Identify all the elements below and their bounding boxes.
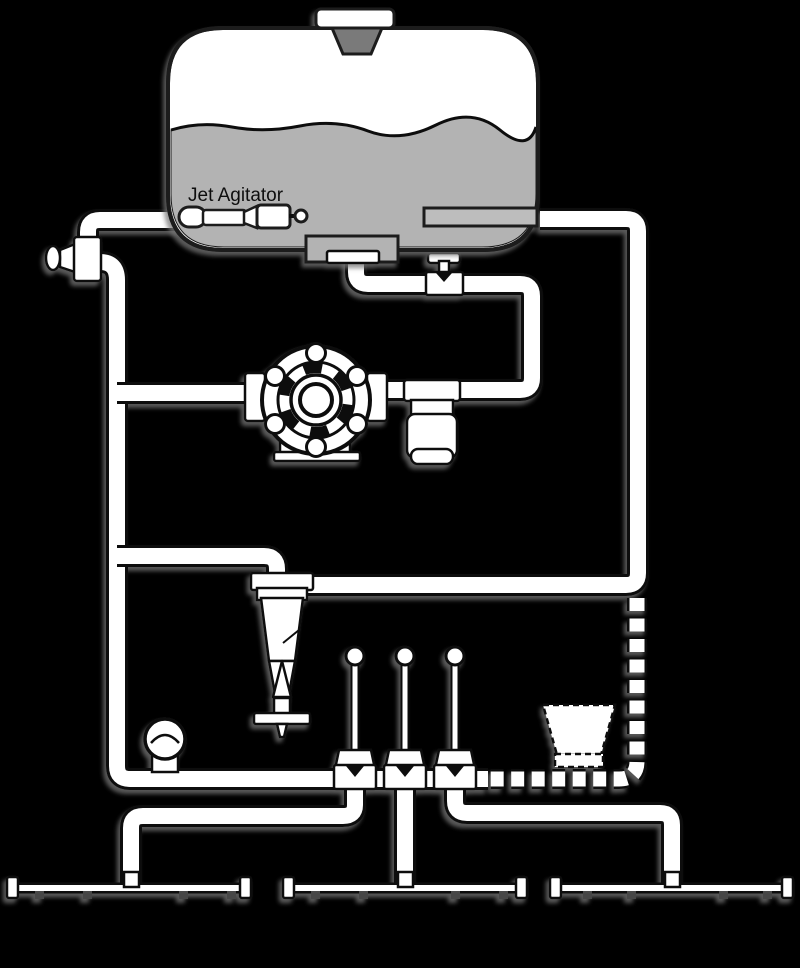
pump	[243, 342, 389, 463]
boom-feed-fitting	[122, 870, 141, 889]
tank-outline	[166, 26, 540, 252]
bypass-return-line	[290, 208, 649, 596]
liquid-surface-line	[170, 115, 538, 143]
boom-end-cap	[780, 875, 795, 900]
boom-end-cap	[281, 875, 296, 900]
boom-section-right	[548, 870, 795, 900]
boom-valve-3	[432, 645, 478, 791]
agitation-line	[77, 209, 190, 247]
boom-valve-2	[382, 645, 428, 791]
boom-feed-fitting	[663, 870, 682, 889]
agitation-valve	[44, 235, 103, 283]
boom-end-cap	[5, 875, 20, 900]
boom-drop-left	[120, 784, 366, 884]
filler-funnel	[329, 26, 385, 56]
tank-return-pipe	[422, 206, 539, 228]
pressure-gauge	[143, 717, 187, 774]
suction-shutoff-valve	[424, 251, 465, 297]
boom-drop-right	[444, 784, 683, 884]
boom-section-left	[5, 870, 253, 900]
tank-liquid	[170, 116, 537, 248]
tank: Jet Agitator	[166, 7, 540, 265]
boom-end-cap	[238, 875, 253, 900]
jet-agitator	[177, 203, 309, 230]
pressure-manifold-line	[99, 251, 488, 790]
filler-cap-lid	[314, 7, 396, 30]
relief-branch-pipe	[117, 545, 288, 588]
boom-end-cap	[514, 875, 529, 900]
pressure-relief-valve	[249, 571, 315, 739]
line-strainer	[402, 378, 462, 466]
optional-component	[541, 703, 617, 769]
suction-line	[345, 247, 543, 401]
boom-valve-1	[332, 645, 378, 791]
boom-end-cap	[548, 875, 563, 900]
optional-bypass-line	[486, 598, 647, 789]
boom-feed-fitting	[396, 870, 415, 889]
tank-outlet-flange	[325, 249, 381, 265]
plumbing	[5, 208, 795, 900]
jet-agitator-label: Jet Agitator	[188, 185, 284, 206]
boom-section-center	[281, 870, 529, 900]
